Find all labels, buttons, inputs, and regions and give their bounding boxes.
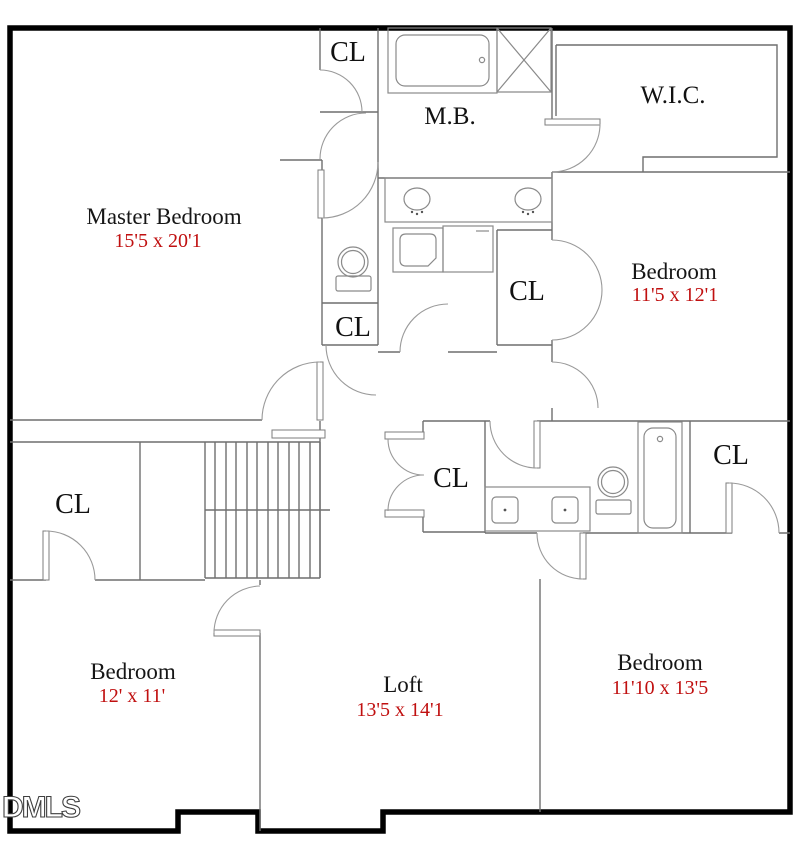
bath-cabinet xyxy=(442,225,494,273)
label-loft: Loft xyxy=(383,672,423,697)
label-bedroom-top-right: Bedroom xyxy=(631,259,717,284)
labels: CL M.B. W.I.C. Master Bedroom 15'5 x 20'… xyxy=(55,37,749,721)
wic-door-stub xyxy=(544,118,601,126)
right-closet-door-panel xyxy=(725,482,733,534)
label-master-bedroom: Master Bedroom xyxy=(86,204,241,229)
hall-closet-door-arcs xyxy=(387,438,425,512)
toilet-master xyxy=(335,246,372,292)
toilet-hall-bath xyxy=(595,466,632,515)
label-closet-hall-right: CL xyxy=(713,440,749,471)
wall-wic-interior xyxy=(552,44,790,173)
bedroom-br-door-arc xyxy=(536,532,584,580)
staircase xyxy=(204,429,330,579)
hall-bath-door-arc xyxy=(489,420,538,469)
wic-door-arc xyxy=(551,123,601,173)
wall-master-bath xyxy=(378,28,553,421)
master-bedroom-door-panel xyxy=(316,361,324,421)
label-closet-wc: CL xyxy=(335,312,371,343)
hall-bath-door-panel xyxy=(533,420,541,469)
master-vanity-double-sink xyxy=(384,177,553,223)
bedroom-bl-door-panel xyxy=(213,629,261,637)
shower-stall xyxy=(392,227,444,273)
wall-wc-room xyxy=(280,159,378,346)
top-closet-door-arc xyxy=(319,69,363,113)
label-bedroom-bottom-left: Bedroom xyxy=(90,659,176,684)
stair-treads xyxy=(204,441,330,579)
master-bedroom-door-arc xyxy=(261,361,321,421)
wc-closet-door-arc xyxy=(325,344,377,396)
bedroom-br-door-panel xyxy=(579,532,587,580)
dims-loft: 13'5 x 14'1 xyxy=(356,699,443,721)
watermark-dmls: DMLS xyxy=(2,791,80,824)
right-closet-door-arc xyxy=(728,482,780,534)
wall-hall-closet xyxy=(422,420,490,533)
dims-master-bedroom: 15'5 x 20'1 xyxy=(114,230,201,252)
bedroom-bl-door-arc xyxy=(213,585,261,634)
wc-door-panel xyxy=(317,169,325,219)
wall-top-closet xyxy=(319,28,379,345)
bath-hall-door-arc xyxy=(399,303,449,353)
left-closet-door-panel xyxy=(42,530,50,581)
wall-mid-left xyxy=(10,419,262,581)
hall-closet-door-panel-top xyxy=(384,431,425,440)
label-walk-in-closet: W.I.C. xyxy=(640,82,705,109)
label-closet-hall-left: CL xyxy=(55,489,91,520)
dims-bedroom-bottom-right: 11'10 x 13'5 xyxy=(612,677,708,699)
left-closet-door-arc xyxy=(45,530,96,581)
label-closet-top: CL xyxy=(330,37,366,68)
label-master-bath: M.B. xyxy=(424,103,475,130)
master-bathtub xyxy=(387,27,498,94)
shower-x-box xyxy=(496,27,552,93)
dims-bedroom-top-right: 11'5 x 12'1 xyxy=(632,284,718,306)
hall-closet-door-panel-bottom xyxy=(384,509,425,518)
dims-bedroom-bottom-left: 12' x 11' xyxy=(99,685,165,707)
wall-bedroom2-closet xyxy=(496,229,552,346)
label-closet-bedroom2: CL xyxy=(509,276,545,307)
bath-vestibule-door-arc xyxy=(319,112,367,160)
wall-bath-top xyxy=(537,420,790,533)
fixtures xyxy=(335,27,683,534)
outer-wall-outline xyxy=(7,25,793,834)
bedroom2-entry-door-arc xyxy=(551,361,599,409)
hall-bathtub xyxy=(637,421,683,534)
doors xyxy=(42,69,780,637)
hall-vanity-double-sink xyxy=(484,486,591,532)
label-closet-hall-center: CL xyxy=(433,463,469,494)
label-bedroom-bottom-right: Bedroom xyxy=(617,650,703,675)
bedroom2-closet-door-arcs xyxy=(551,239,603,341)
wc-door-arc xyxy=(321,161,379,219)
stair-railing xyxy=(271,429,326,439)
